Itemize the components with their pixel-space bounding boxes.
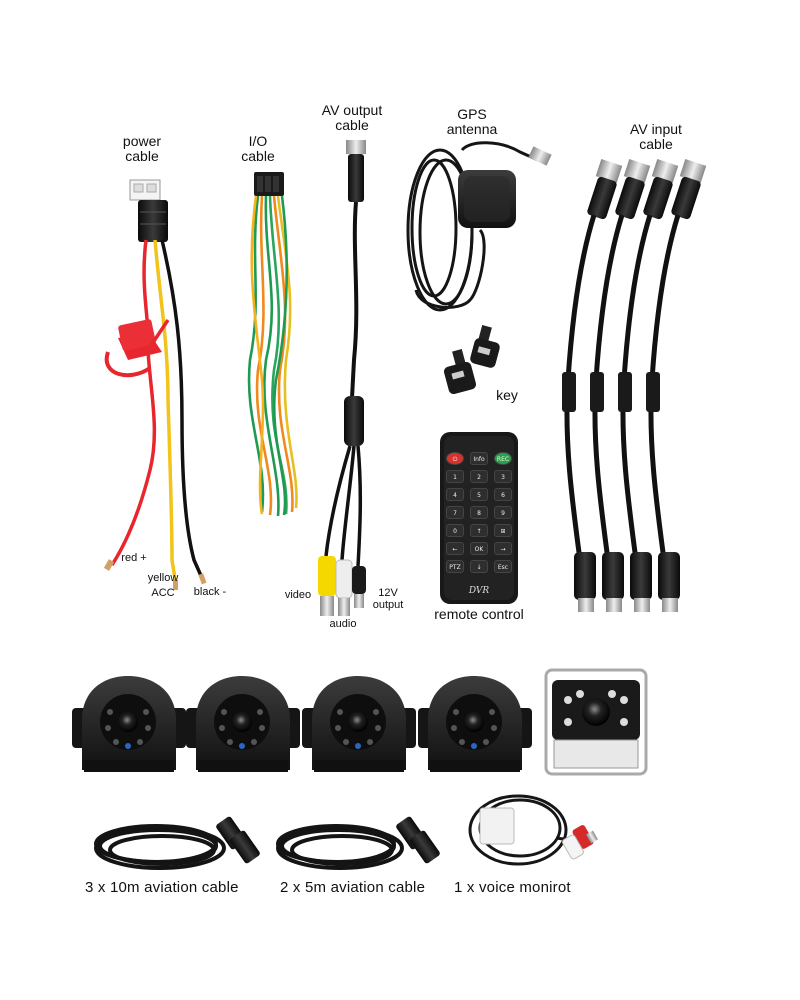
remote-key: ⏻ bbox=[446, 452, 464, 465]
audio-label: audio bbox=[329, 618, 357, 630]
av-output-cable-image bbox=[318, 140, 366, 616]
remote-key: ↑ bbox=[470, 524, 488, 537]
remote-key: 2 bbox=[470, 470, 488, 483]
voice-monitor-image bbox=[468, 794, 598, 866]
remote-key: 1 bbox=[446, 470, 464, 483]
aviation-cable-10m-image bbox=[94, 816, 260, 870]
remote-key: 9 bbox=[494, 506, 512, 519]
caption-10m-cable: 3 x 10m aviation cable bbox=[85, 879, 239, 896]
caption-voice-monitor: 1 x voice monirot bbox=[454, 879, 571, 896]
remote-key: 6 bbox=[494, 488, 512, 501]
av-input-cables-image bbox=[562, 159, 707, 612]
remote-key: 5 bbox=[470, 488, 488, 501]
remote-key: Info bbox=[470, 452, 488, 465]
remote-key: REC bbox=[494, 452, 512, 465]
wire-red-label: red + bbox=[121, 552, 147, 564]
remote-key: OK bbox=[470, 542, 488, 555]
remote-brand-logo: DVR bbox=[468, 586, 490, 596]
aviation-cable-5m-image bbox=[276, 816, 440, 870]
wire-black-label: black - bbox=[193, 586, 227, 598]
remote-key: → bbox=[494, 542, 512, 555]
keys-image bbox=[443, 324, 500, 395]
power-cable-image bbox=[103, 179, 207, 590]
caption-5m-cable: 2 x 5m aviation cable bbox=[280, 879, 426, 896]
remote-key: ↓ bbox=[470, 560, 488, 573]
key-label: key bbox=[496, 387, 518, 403]
gps-antenna-image bbox=[406, 141, 552, 312]
remote-key: ⊞ bbox=[494, 524, 512, 537]
video-label: video bbox=[284, 589, 312, 601]
dome-cameras-image bbox=[72, 676, 532, 772]
remote-key: 4 bbox=[446, 488, 464, 501]
remote-key: PTZ bbox=[446, 560, 464, 573]
remote-key: Esc bbox=[494, 560, 512, 573]
bullet-camera-image bbox=[544, 668, 648, 776]
remote-key: 7 bbox=[446, 506, 464, 519]
remote-control-label: remote control bbox=[434, 606, 524, 622]
remote-key: ← bbox=[446, 542, 464, 555]
remote-key: 8 bbox=[470, 506, 488, 519]
remote-key: 3 bbox=[494, 470, 512, 483]
remote-key: 0 bbox=[446, 524, 464, 537]
io-cable-image bbox=[247, 172, 298, 517]
